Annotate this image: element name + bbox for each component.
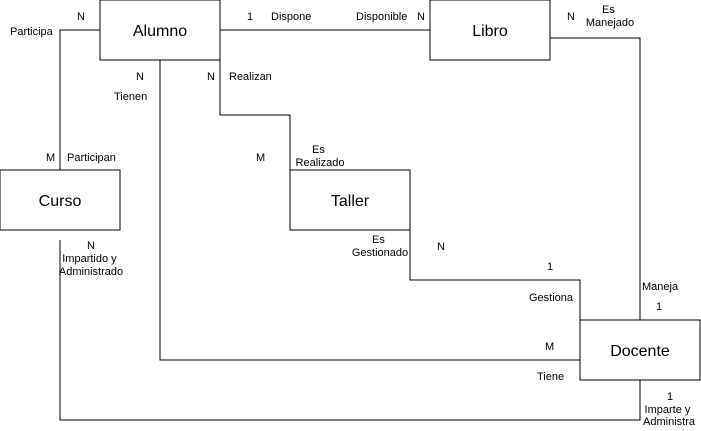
connector-alumno-docente [159, 60, 580, 361]
label-es-gestionado: Es Gestionado [352, 234, 408, 259]
connector-alumno-curso [59, 29, 100, 170]
connector-alumno-taller [219, 60, 291, 170]
label-tiene: Tiene [537, 371, 564, 383]
label-imparte-y-administra: Imparte y Administra [643, 404, 696, 428]
cardinality-alumno-curso: N [77, 11, 85, 23]
entity-docente[interactable]: Docente [579, 319, 701, 381]
label-es-realizado-line-1: Es [312, 144, 325, 156]
cardinality-libro-alumno: N [417, 11, 425, 23]
label-es-gestionado-line-2: Gestionado [352, 247, 408, 259]
connector-taller-docente [409, 230, 581, 320]
cardinality-docente-taller: 1 [547, 261, 553, 273]
label-realizan: Realizan [229, 71, 272, 83]
label-es-manejado-line-1: Es [602, 4, 615, 16]
label-es-realizado: Es Realizado [296, 144, 345, 169]
cardinality-taller-docente: N [437, 241, 445, 253]
entity-libro[interactable]: Libro [429, 0, 551, 61]
label-imparte-line-2: Administra [643, 416, 696, 428]
cardinality-docente-curso: 1 [667, 391, 673, 403]
label-es-gestionado-line-1: Es [372, 234, 385, 246]
label-participa: Participa [10, 26, 54, 38]
label-es-manejado-line-2: Manejado [586, 17, 634, 29]
cardinality-docente-libro: 1 [656, 301, 662, 313]
label-maneja: Maneja [642, 281, 679, 293]
cardinality-alumno-taller: N [207, 71, 215, 83]
entity-alumno-label: Alumno [133, 23, 187, 40]
label-dispone: Dispone [271, 11, 311, 23]
entity-taller[interactable]: Taller [289, 169, 411, 231]
cardinality-libro-docente: N [567, 11, 575, 23]
entity-curso[interactable]: Curso [0, 169, 121, 231]
label-disponible: Disponible [356, 11, 407, 23]
label-impartido-line-1: Impartido y [62, 253, 117, 265]
connector-libro-docente [550, 37, 641, 320]
entity-alumno[interactable]: Alumno [99, 0, 221, 61]
cardinality-alumno-libro: 1 [247, 11, 253, 23]
label-gestiona: Gestiona [529, 292, 574, 304]
cardinality-curso-docente: N [87, 240, 95, 252]
label-es-realizado-line-2: Realizado [296, 157, 345, 169]
entity-curso-label: Curso [39, 193, 82, 210]
label-es-manejado: Es Manejado [586, 4, 634, 29]
cardinality-alumno-docente: N [136, 71, 144, 83]
label-impartido-line-2: Administrado [59, 266, 123, 278]
cardinality-taller-alumno: M [256, 152, 265, 164]
label-impartido-y-administrado: Impartido y Administrado [59, 253, 123, 278]
cardinality-curso-alumno: M [46, 152, 55, 164]
cardinality-docente-alumno: M [545, 341, 554, 353]
label-tienen: Tienen [114, 91, 147, 103]
label-imparte-line-1: Imparte y [645, 404, 691, 416]
entity-libro-label: Libro [472, 23, 508, 40]
label-participan: Participan [67, 152, 116, 164]
entity-taller-label: Taller [331, 193, 370, 210]
connector-curso-docente [59, 240, 641, 421]
entity-docente-label: Docente [610, 343, 670, 360]
